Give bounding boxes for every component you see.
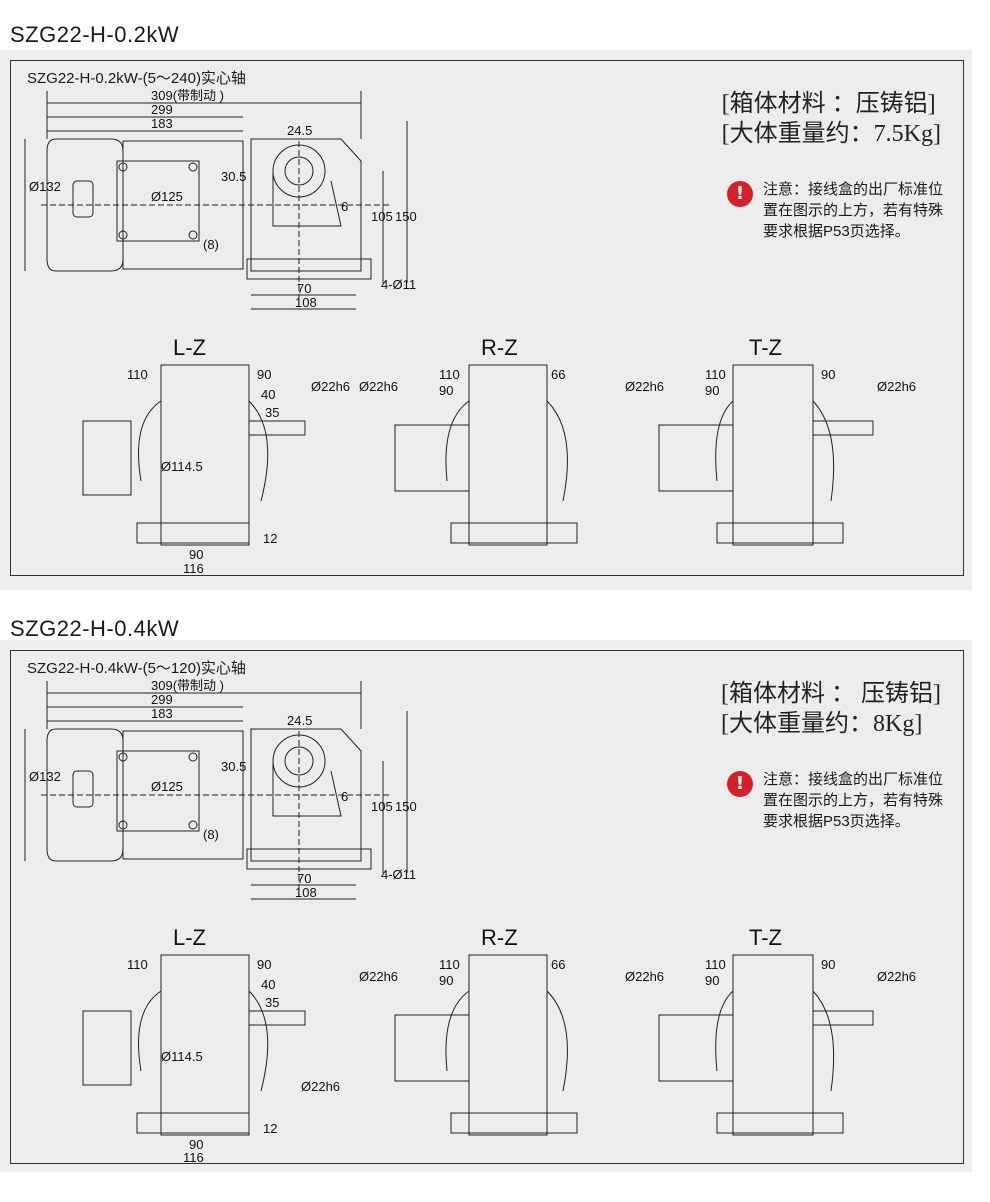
dim-label: 6 [341,199,348,214]
dim-label: 150 [395,209,417,224]
dim-label: 116 [183,561,204,575]
dim-label: 110 [127,957,148,972]
drawing-frame: SZG22-H-0.2kW-(5～240)实心轴 [10,60,964,576]
dim-label: 24.5 [287,713,312,728]
dim-label: 40 [261,977,275,992]
spec-block: [箱体材料 ： 压铸铝] [大体重量约：8Kg] [721,679,941,739]
notice: ! 注意：接线盒的出厂标准位置在图示的上方，若有特殊要求根据P53页选择。 [727,179,957,242]
notice-text: 注意：接线盒的出厂标准位置在图示的上方，若有特殊要求根据P53页选择。 [763,771,944,830]
dim-label: 108 [295,295,317,310]
dim-label: Ø132 [29,179,61,194]
spec-material: [箱体材料 ：压铸铝] [721,91,936,117]
dim-label: 309(带制动 ) [151,678,224,693]
dim-label: Ø22h6 [877,969,916,984]
warning-icon: ! [727,771,753,797]
dim-label: 105 [371,209,393,224]
dim-label: 12 [263,531,277,546]
dim-label: 24.5 [287,123,312,138]
dim-label: 150 [395,799,417,814]
dim-label: 90 [257,957,271,972]
view-outline [82,954,874,1136]
dim-label: 108 [295,885,317,900]
view-label: L-Z [173,925,206,950]
dim-label: 4-Ø11 [381,277,416,292]
view-label: R-Z [481,925,518,950]
dim-label: Ø114.5 [161,1049,203,1064]
warning-icon: ! [727,181,753,207]
dim-label: 70 [297,871,311,886]
dim-label: 30.5 [221,169,246,184]
dim-label: 90 [189,547,203,562]
drawing-frame: SZG22-H-0.4kW-(5～120)实心轴 [10,650,964,1164]
dim-label: Ø22h6 [625,379,664,394]
spec-weight: [大体重量约：7.5Kg] [721,121,941,147]
dim-label: Ø22h6 [625,969,664,984]
dim-label: 110 [705,367,726,382]
dim-label: 4-Ø11 [381,867,416,882]
dim-label: 90 [257,367,271,382]
technical-drawing: 309(带制动 ) 299 183 24.5 30.5 6 105 150 Ø1… [24,678,916,1163]
dim-label: 30.5 [221,759,246,774]
dim-label: 110 [705,957,726,972]
spec-block: [箱体材料 ：压铸铝] [大体重量约：7.5Kg] [722,89,941,149]
dim-label: 12 [263,1121,277,1136]
view-label: R-Z [481,335,518,360]
dim-label: 183 [151,706,173,721]
view-outline [82,364,874,546]
dim-label: Ø132 [29,769,61,784]
dim-label: 90 [439,383,453,398]
dim-label: 66 [551,367,565,382]
dim-label: (8) [203,827,219,842]
dim-label: 70 [297,281,311,296]
view-label: L-Z [173,335,206,360]
dim-label: Ø114.5 [161,459,203,474]
dim-label: 90 [705,973,719,988]
dim-label: 105 [371,799,393,814]
dim-label: 90 [821,957,835,972]
view-label: T-Z [749,335,782,360]
dim-label: 110 [439,957,460,972]
dim-label: Ø125 [151,189,183,204]
dim-label: 309(带制动 ) [151,88,224,103]
dim-label: Ø22h6 [877,379,916,394]
dim-label: 40 [261,387,275,402]
spec-weight: [大体重量约：8Kg] [721,711,923,737]
notice: ! 注意：接线盒的出厂标准位置在图示的上方，若有特殊要求根据P53页选择。 [727,769,957,832]
dim-label: 299 [151,102,173,117]
dim-label: 110 [439,367,460,382]
notice-text: 注意：接线盒的出厂标准位置在图示的上方，若有特殊要求根据P53页选择。 [763,181,944,240]
drawing-title: SZG22-H-0.2kW-(5～240)实心轴 [27,70,246,87]
dim-label: 90 [189,1137,203,1152]
section-heading: SZG22-H-0.2kW [0,14,190,56]
dim-label: 183 [151,116,173,131]
technical-drawing: 309(带制动 ) 299 183 24.5 30.5 6 105 150 Ø1… [24,88,916,575]
dim-label: 90 [821,367,835,382]
dim-label: 35 [265,405,279,420]
view-label: T-Z [749,925,782,950]
dim-label: Ø22h6 [359,379,398,394]
dim-label: 116 [183,1150,204,1163]
dim-label: 299 [151,692,173,707]
spec-material: [箱体材料 ： 压铸铝] [721,681,941,707]
dim-label: 90 [439,973,453,988]
dim-label: 110 [127,367,148,382]
dim-label: Ø22h6 [301,1079,340,1094]
drawing-title: SZG22-H-0.4kW-(5～120)实心轴 [27,660,246,677]
dim-label: 66 [551,957,565,972]
dim-label: Ø125 [151,779,183,794]
drawing-panel: SZG22-H-0.4kW-(5～120)实心轴 [0,640,972,1172]
dim-label: 35 [265,995,279,1010]
dim-label: Ø22h6 [311,379,350,394]
dim-label: 6 [341,789,348,804]
dim-label: (8) [203,237,219,252]
dim-label: Ø22h6 [359,969,398,984]
drawing-panel: SZG22-H-0.2kW-(5～240)实心轴 [0,50,972,590]
dim-label: 90 [705,383,719,398]
